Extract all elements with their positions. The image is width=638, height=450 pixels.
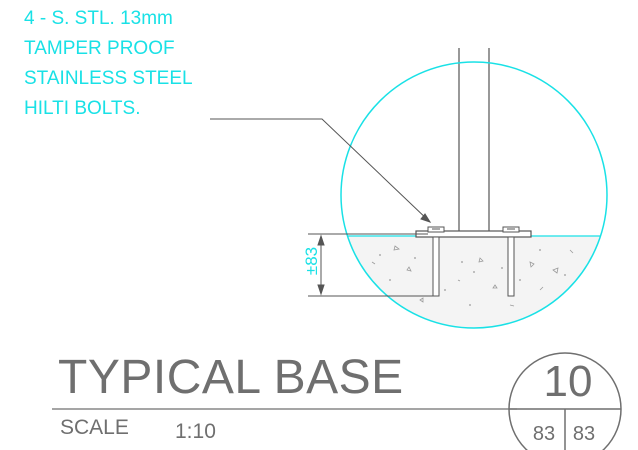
note-line-3: STAINLESS STEEL [24,68,193,89]
dimension-line [308,233,436,297]
scale-label: SCALE [60,416,129,439]
detail-bubble [508,352,622,450]
anchor-bolt-right [502,226,520,297]
scale-value: 1:10 [175,420,216,443]
detail-number: 10 [543,357,593,406]
note-line-1: 4 - S. STL. 13mm [24,8,173,29]
concrete-footing [341,235,607,328]
sheet-ref-right: 83 [572,423,596,445]
dimension-label: ±83 [302,246,321,276]
post [458,48,490,231]
note-leader [210,118,432,223]
detail-circle [340,61,608,329]
sheet-ref-left: 83 [532,423,556,445]
drawing-title: TYPICAL BASE [58,351,404,404]
note-line-2: TAMPER PROOF [24,38,175,59]
note-line-4: HILTI BOLTS. [24,98,141,119]
